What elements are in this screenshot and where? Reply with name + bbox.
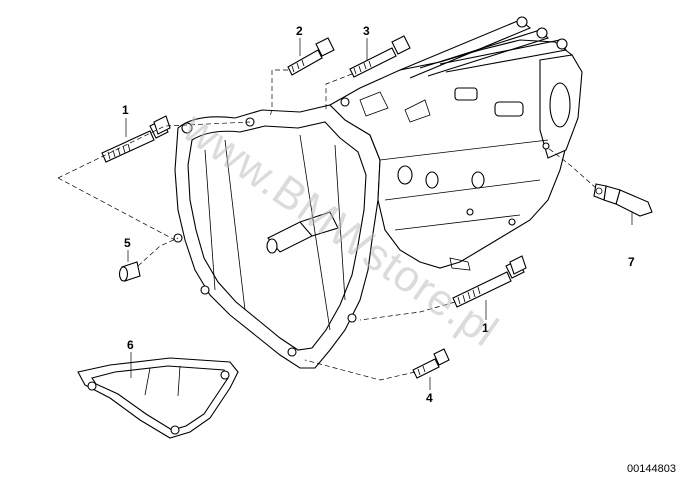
label-4: 4: [426, 391, 433, 405]
leader-lines: [57, 38, 633, 390]
label-6: 6: [127, 338, 134, 352]
transmission-housing: [173, 16, 583, 369]
label-1-bottom: 1: [482, 321, 489, 335]
hex-bolt-small-4: [412, 348, 450, 379]
dowel-sleeve-5: [118, 261, 141, 282]
label-7: 7: [628, 255, 635, 269]
label-5: 5: [124, 236, 131, 250]
hex-bolt-long-bottom: [452, 255, 527, 308]
reversing-light-switch-7: [593, 183, 653, 217]
label-2: 2: [296, 24, 303, 38]
label-1-top: 1: [122, 103, 129, 117]
hex-bolt-short-3: [349, 35, 411, 78]
label-3: 3: [363, 24, 370, 38]
drawing-id: 00144803: [627, 463, 676, 475]
hex-bolt-long-top: [101, 115, 171, 163]
cover-plate-6: [77, 357, 239, 439]
hex-bolt-short-2: [287, 37, 335, 76]
